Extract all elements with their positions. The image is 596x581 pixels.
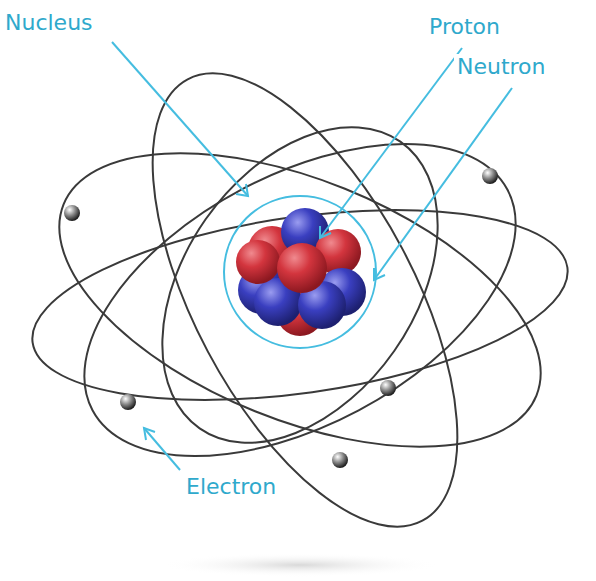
orbit — [34, 79, 566, 520]
electron-dot — [482, 168, 498, 184]
nucleus — [236, 208, 366, 336]
arrow-head — [144, 428, 155, 440]
orbit — [105, 76, 494, 495]
leader-line — [374, 88, 512, 280]
part-label: Proton — [426, 14, 503, 40]
orbit — [20, 180, 579, 429]
orbit — [19, 93, 582, 507]
part-label: Nucleus — [2, 10, 96, 36]
electron-dot — [120, 394, 136, 410]
orbit — [91, 28, 520, 573]
electrons — [64, 168, 498, 468]
part-label: Electron — [183, 474, 279, 500]
leader-lines — [112, 42, 512, 470]
electron-dot — [380, 380, 396, 396]
leader-line — [112, 42, 248, 196]
arrow-head — [236, 184, 248, 196]
arrow-head — [320, 226, 331, 238]
leader-line — [144, 428, 180, 470]
electron-dot — [64, 205, 80, 221]
shadow — [160, 553, 440, 577]
arrow-head — [374, 268, 385, 280]
leader-line — [320, 48, 462, 238]
nucleus-outline — [224, 196, 376, 348]
electron-dot — [332, 452, 348, 468]
orbits — [19, 28, 582, 573]
part-label: Neutron — [454, 54, 549, 80]
